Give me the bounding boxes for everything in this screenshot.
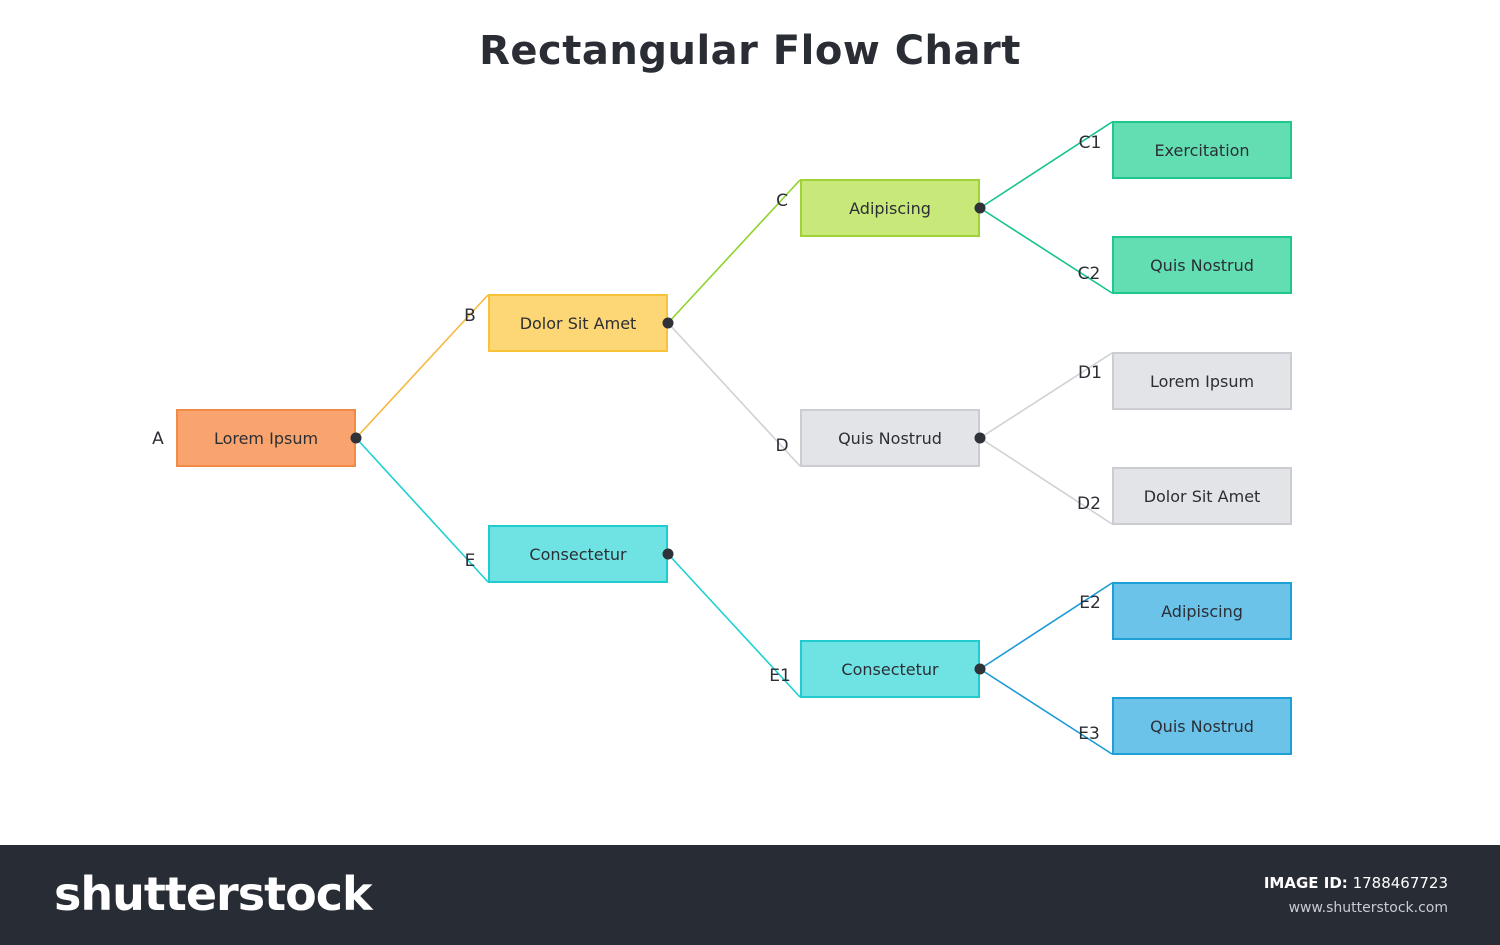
connector-dot-a [350,432,362,444]
connector-dot-c [974,202,986,214]
node-e1: Consectetur [800,640,980,698]
tag-d2: D2 [1077,494,1101,514]
edge-a-b [355,294,489,439]
tag-c2: C2 [1077,264,1101,284]
node-d-label: Quis Nostrud [838,428,942,448]
tag-e1: E1 [769,666,791,686]
node-d1-label: Lorem Ipsum [1149,371,1255,391]
node-e2-label: Adipiscing [1161,601,1243,621]
footer-url: www.shutterstock.com [1288,900,1448,916]
connector-dot-b [662,317,674,329]
node-e1-label: Consectetur [841,659,939,679]
tag-e: E [464,551,476,571]
image-id-label: IMAGE ID: [1263,874,1348,892]
node-e2: Adipiscing [1112,582,1292,640]
node-b-label: Dolor Sit Amet [519,313,637,333]
tag-d: D [775,436,789,456]
footer-bar: shutterstock IMAGE ID: 1788467723 www.sh… [0,845,1500,945]
connector-dot-d [974,432,986,444]
connector-dot-e1 [974,663,986,675]
tag-a: A [152,429,164,449]
tag-e3: E3 [1078,724,1100,744]
node-e: Consectetur [488,525,668,583]
node-c1-label: Exercitation [1154,140,1250,160]
tag-e2: E2 [1079,593,1101,613]
edge-c-c2 [979,207,1113,294]
node-d1: Lorem Ipsum [1112,352,1292,410]
node-e3: Quis Nostrud [1112,697,1292,755]
edge-d-d2 [979,437,1113,525]
node-c-label: Adipiscing [849,198,931,218]
image-id-value: 1788467723 [1352,874,1448,892]
node-c2-label: Quis Nostrud [1150,255,1254,275]
node-e3-label: Quis Nostrud [1150,716,1254,736]
tag-b: B [464,306,476,326]
node-a-label: Lorem Ipsum [213,428,319,448]
node-d: Quis Nostrud [800,409,980,467]
chart-title: Rectangular Flow Chart [479,28,1021,74]
edge-e1-e3 [979,668,1113,755]
node-e-label: Consectetur [529,544,627,564]
tag-d1: D1 [1078,363,1102,383]
edge-b-c [667,179,801,324]
tag-c: C [776,191,788,211]
edge-layer [355,121,1113,755]
connector-dot-e [662,548,674,560]
node-a: Lorem Ipsum [176,409,356,467]
edge-d-d1 [979,352,1113,439]
edge-c-c1 [979,121,1113,209]
edge-a-e [355,437,489,583]
node-c: Adipiscing [800,179,980,237]
node-d2: Dolor Sit Amet [1112,467,1292,525]
node-b: Dolor Sit Amet [488,294,668,352]
image-id: IMAGE ID: 1788467723 [1264,874,1448,892]
edge-b-d [667,322,801,467]
edge-e1-e2 [979,582,1113,670]
tag-c1: C1 [1078,133,1102,153]
shutterstock-logo: shutterstock [54,867,373,921]
node-c1: Exercitation [1112,121,1292,179]
diagram-canvas: Rectangular Flow Chart Lorem Ipsum Dolor… [152,28,1292,755]
node-d2-label: Dolor Sit Amet [1143,486,1261,506]
edge-e-e1 [667,553,801,698]
node-c2: Quis Nostrud [1112,236,1292,294]
